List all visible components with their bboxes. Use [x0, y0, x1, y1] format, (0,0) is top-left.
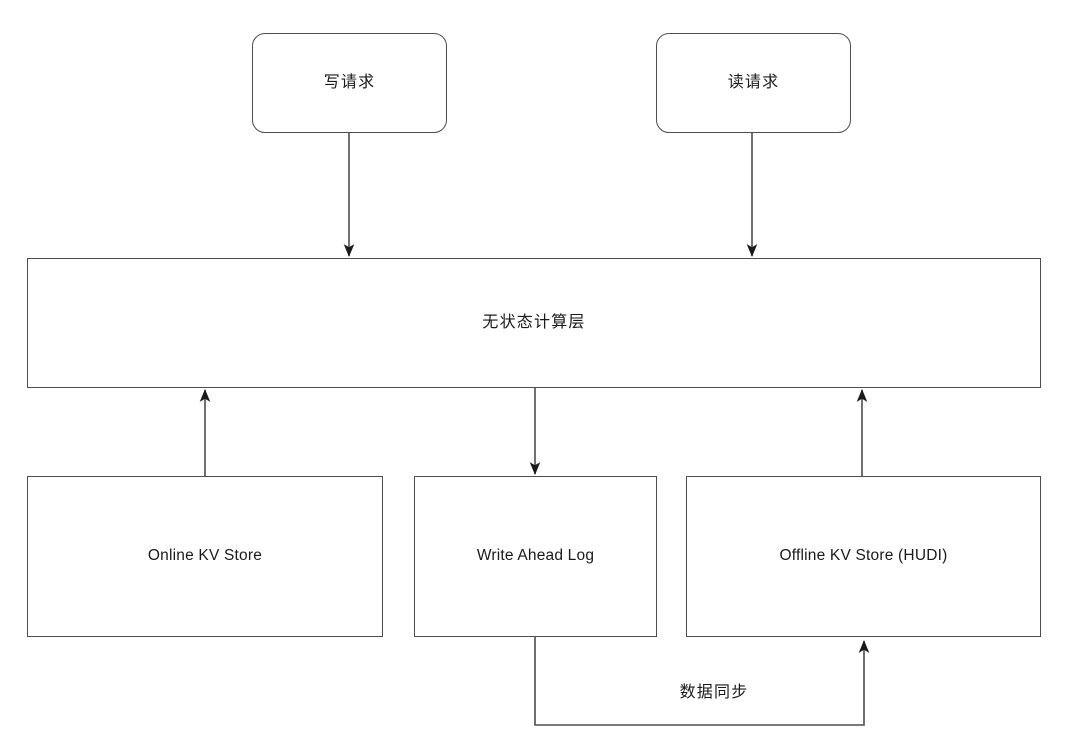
node-read-request-label: 读请求 — [727, 73, 780, 91]
edge-label-data-sync: 数据同步 — [628, 678, 800, 702]
node-write-ahead-log[interactable]: Write Ahead Log — [414, 476, 657, 637]
node-stateless-compute-layer-label: 无状态计算层 — [482, 313, 586, 331]
node-write-ahead-log-label: Write Ahead Log — [476, 547, 595, 565]
node-stateless-compute-layer[interactable]: 无状态计算层 — [27, 258, 1041, 388]
node-online-kv-store-label: Online KV Store — [147, 547, 263, 565]
node-read-request[interactable]: 读请求 — [656, 33, 851, 133]
node-write-request-label: 写请求 — [323, 73, 376, 91]
node-offline-kv-store-label: Offline KV Store (HUDI) — [779, 547, 948, 565]
node-write-request[interactable]: 写请求 — [252, 33, 447, 133]
node-online-kv-store[interactable]: Online KV Store — [27, 476, 383, 637]
node-offline-kv-store[interactable]: Offline KV Store (HUDI) — [686, 476, 1041, 637]
